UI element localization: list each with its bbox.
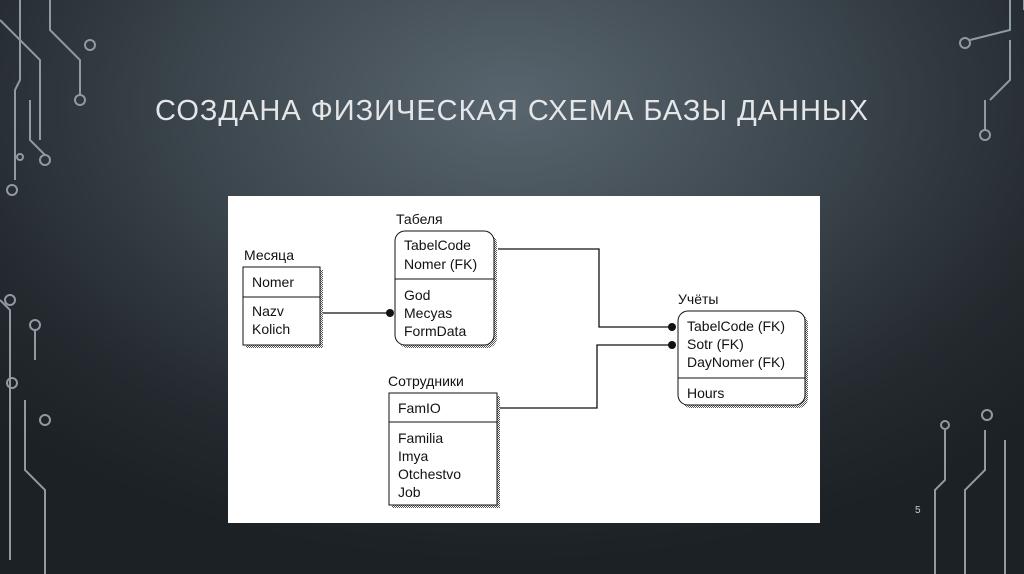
entity-name: Учёты bbox=[678, 291, 718, 307]
key-field: Nomer (FK) bbox=[404, 256, 477, 272]
relationship-sotrudniki-uchety bbox=[500, 344, 672, 409]
attribute-field: Familia bbox=[398, 430, 443, 446]
relationship-endpoint-dot bbox=[668, 323, 676, 331]
attribute-field: Imya bbox=[398, 448, 429, 464]
entity-uchety[interactable]: Учёты TabelCode (FK) Sotr (FK) DayNomer … bbox=[677, 291, 808, 408]
key-field: DayNomer (FK) bbox=[687, 354, 785, 370]
circuit-left-decoration bbox=[0, 0, 96, 574]
entity-name: Табеля bbox=[396, 211, 443, 227]
attribute-field: Nazv bbox=[252, 303, 284, 319]
relationship-tabelya-uchety bbox=[498, 248, 672, 328]
entity-tabelya[interactable]: Табеля TabelCode Nomer (FK) God Mecyas F… bbox=[394, 211, 497, 348]
relationship-endpoint-dot bbox=[668, 341, 676, 349]
attribute-field: Mecyas bbox=[404, 305, 452, 321]
attribute-field: Otchestvo bbox=[398, 466, 461, 482]
entity-name: Сотрудники bbox=[388, 373, 464, 389]
key-field: TabelCode (FK) bbox=[687, 318, 785, 334]
key-field: FamIO bbox=[398, 400, 441, 416]
key-field: Sotr (FK) bbox=[687, 336, 744, 352]
page-number: 5 bbox=[915, 505, 921, 516]
key-field: TabelCode bbox=[404, 237, 471, 253]
attribute-field: Job bbox=[398, 484, 421, 500]
entity-sotrudniki[interactable]: Сотрудники FamIO Familia Imya Otchestvo … bbox=[388, 373, 500, 508]
entity-name: Месяца bbox=[244, 247, 294, 263]
attribute-field: God bbox=[404, 287, 430, 303]
entity-mesyatsa[interactable]: Месяца Nomer Nazv Kolich bbox=[242, 247, 323, 348]
key-field: Nomer bbox=[252, 274, 294, 290]
attribute-field: Kolich bbox=[252, 321, 290, 337]
slide-title: СОЗДАНА ФИЗИЧЕСКАЯ СХЕМА БАЗЫ ДАННЫХ bbox=[155, 95, 869, 127]
attribute-field: Hours bbox=[687, 385, 724, 401]
circuit-right-decoration bbox=[934, 0, 1024, 574]
relationship-endpoint-dot bbox=[386, 309, 394, 317]
attribute-field: FormData bbox=[404, 323, 466, 339]
